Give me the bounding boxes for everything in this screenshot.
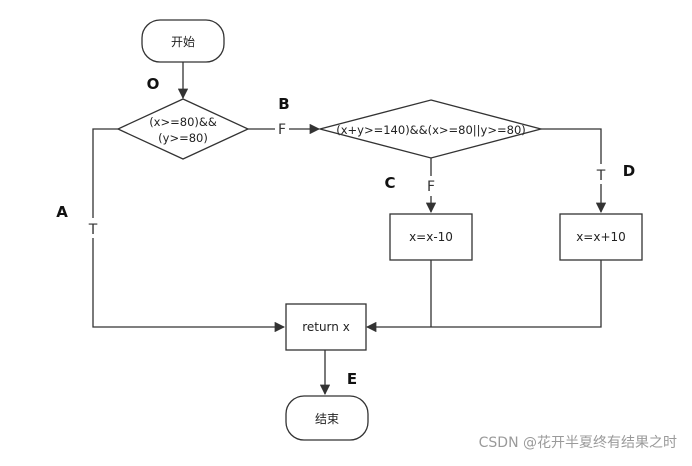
- start-node: [141, 19, 225, 63]
- edge-cond2-true: [541, 128, 607, 214]
- decision-1-label-line1: (x>=80)&&: [149, 115, 217, 129]
- path-label-b: B: [278, 95, 289, 113]
- decision-node-1: [116, 98, 250, 160]
- assign-minus-node: [389, 213, 473, 261]
- edge-cond1-true: [92, 128, 286, 333]
- start-node-label: 开始: [171, 35, 195, 49]
- path-label-a: A: [56, 203, 68, 221]
- end-node-label: 结束: [315, 412, 339, 426]
- branch-label-cond1-false: F: [278, 122, 286, 138]
- decision-2-label: (x+y>=140)&&(x>=80||y>=80): [336, 123, 526, 137]
- branch-label-cond1-true: T: [88, 222, 98, 238]
- assign-plus-node: [559, 213, 643, 261]
- path-label-c: C: [384, 174, 395, 192]
- path-label-d: D: [623, 162, 635, 180]
- end-node: [285, 395, 369, 441]
- return-node-label: return x: [302, 320, 350, 334]
- assign-minus-label: x=x-10: [409, 230, 453, 244]
- branch-label-cond2-true: T: [596, 168, 606, 184]
- path-label-e: E: [347, 370, 357, 388]
- path-label-o: O: [147, 75, 160, 93]
- decision-1-label-line2: (y>=80): [158, 131, 208, 145]
- watermark-text: CSDN @花开半夏终有结果之时: [479, 435, 677, 451]
- edge-plus-to-return: [365, 260, 602, 333]
- assign-plus-label: x=x+10: [576, 230, 626, 244]
- branch-label-cond2-false: F: [427, 179, 435, 195]
- decision-node-2: [317, 99, 544, 159]
- return-node: [285, 303, 367, 351]
